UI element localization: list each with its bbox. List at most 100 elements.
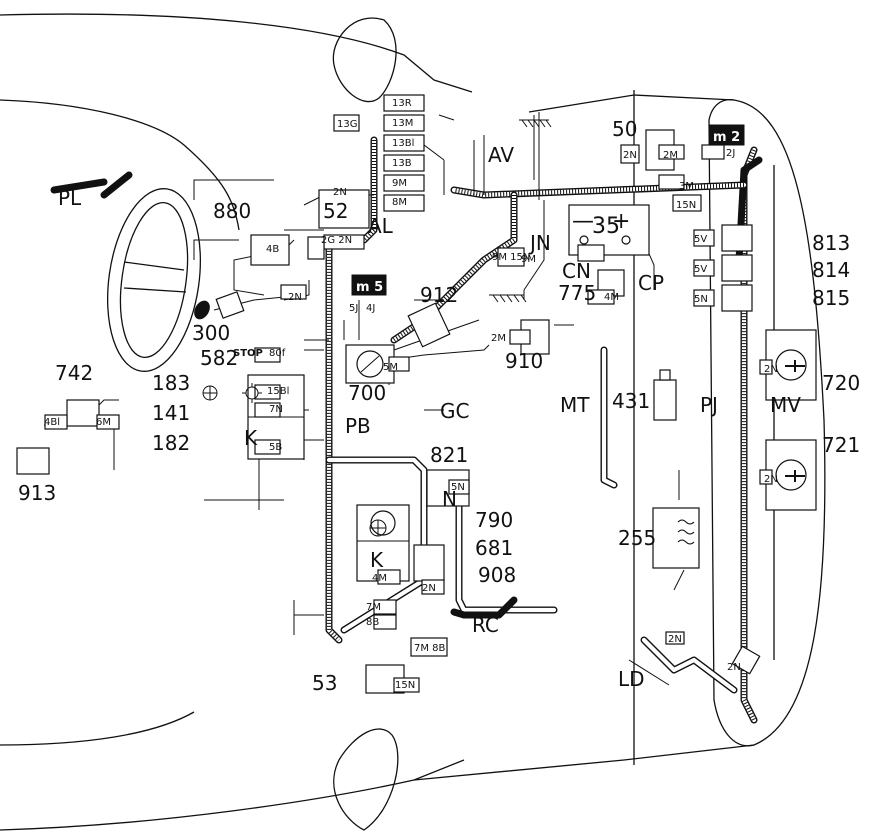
connector-5V-813: 5V [694,234,707,245]
badge-stop: STOP [233,348,263,359]
connector-4M-775: 4M [604,292,619,303]
label-790: 790 [475,508,513,532]
ground-icon [489,119,552,303]
connector-13B: 13B [392,158,412,169]
connector-3M: 3M [679,181,694,192]
connector-80f: 80f [269,348,286,359]
label-815: 815 [812,286,850,310]
relay-icon: K [244,426,258,450]
icon-glyphs: K K [194,300,805,572]
connector-4J: 4J [366,303,375,314]
label-141: 141 [152,401,190,425]
connector-13M: 13M [392,118,413,129]
label-912: 912 [420,283,458,307]
harness-mv: MV [770,393,801,417]
connector-2N-908: 2N [422,583,436,594]
connector-2N-720: 2N [764,364,778,375]
badge-m5: m 5 [356,280,383,295]
harness-pl: PL [58,186,82,210]
label-814: 814 [812,258,850,282]
ignition-key-icon [194,300,210,320]
motor-icon [785,360,805,482]
harness-cn: CN [562,259,591,283]
connector-9M15N: 9M 15N [492,252,530,263]
connector-15N-53: 15N [395,680,415,691]
connector-4M-908: 4M [372,573,387,584]
label-742: 742 [55,361,93,385]
connector-8B: 8B [366,617,379,628]
harness-n: N [442,487,457,511]
coil-icon [677,519,695,545]
mirrored-drawing [0,13,826,831]
connector-boxes [44,94,773,693]
connector-2G2N: 2G 2N [321,235,352,246]
connector-2M-50: 2M [663,150,678,161]
harness-gc: GC [440,399,469,423]
connector-8M: 8M [392,197,407,208]
connector-9M: 9M [392,178,407,189]
label-35: 35 [592,214,620,239]
label-582: 582 [200,346,238,370]
harness-pj: PJ [700,393,718,417]
harness-rc: RC [472,613,499,637]
connector-7M: 7M [366,602,381,613]
harness-av: AV [488,143,514,167]
connector-15Bl: 15Bl [267,386,289,397]
connector-4B: 4B [266,244,279,255]
label-681: 681 [475,536,513,560]
connector-4Bl: 4Bl [44,417,60,428]
label-720: 720 [822,371,860,395]
connector-5M-700: 5M [383,362,398,373]
connector-13Bl: 13Bl [392,138,414,149]
connector-5B: 5B [269,442,282,453]
label-53: 53 [312,671,337,695]
label-775: 775 [558,281,596,305]
component-boxes [16,129,817,694]
label-908: 908 [478,563,516,587]
harness-mt: MT [560,393,590,417]
label-880: 880 [213,199,251,223]
connector-5N-815: 5N [694,294,708,305]
connector-2N-300: 2N [288,292,302,303]
fan-icon [202,385,218,401]
connector-2N-50: 2N [623,150,637,161]
label-913: 913 [18,481,56,505]
label-821: 821 [430,443,468,467]
label-35-plus: + [612,209,630,234]
connector-2N-721: 2N [764,474,778,485]
label-813: 813 [812,231,850,255]
relay-icon-2: K [370,548,384,572]
connector-13R: 13R [392,98,412,109]
harness-ld: LD [618,667,645,691]
connector-13G: 13G [337,119,357,130]
harness-al: AL [368,214,394,238]
connector-2N-52: 2N [333,187,347,198]
label-182: 182 [152,431,190,455]
label-431: 431 [612,389,650,413]
connector-7M8B: 7M 8B [414,643,446,654]
vehicle-outline [0,13,826,831]
harness-runs [50,136,763,724]
label-700: 700 [348,381,386,405]
harness-pb: PB [345,414,371,438]
badges [351,124,745,296]
connector-15N: 15N [676,200,696,211]
label-183: 183 [152,371,190,395]
connector-5J: 5J [349,303,358,314]
label-910: 910 [505,349,543,373]
fan-icon-2 [369,519,387,537]
harness-jn: JN [528,231,551,255]
connector-5V-814: 5V [694,264,707,275]
label-721: 721 [822,433,860,457]
text-labels: 50 52 53 35 + — 141 182 183 255 300 431 … [18,98,860,695]
label-35-minus: — [572,209,594,234]
connector-2M-910: 2M [491,333,506,344]
harness-cp: CP [638,271,664,295]
label-255: 255 [618,526,656,550]
badge-m2: m 2 [713,130,740,145]
label-50: 50 [612,117,637,141]
connector-2N-ld2: 2N [727,662,741,673]
heater-icon [242,383,262,403]
label-52: 52 [323,199,348,223]
